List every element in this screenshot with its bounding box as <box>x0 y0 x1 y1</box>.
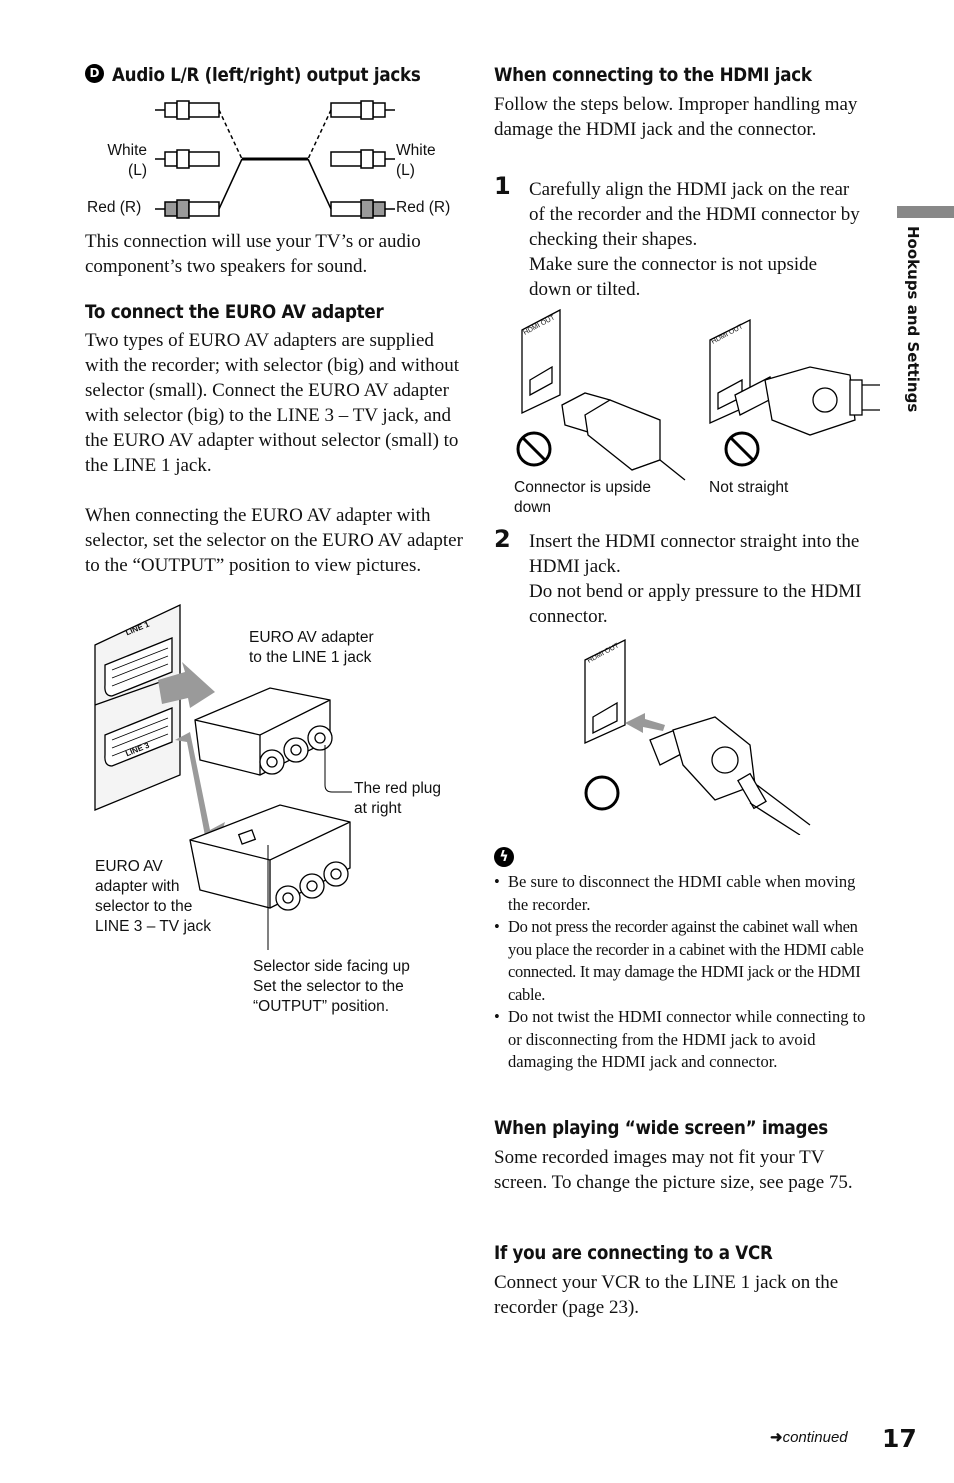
step-1-number: 1 <box>494 172 511 200</box>
adapter-line1-label: EURO AV adapter to the LINE 1 jack <box>249 629 374 666</box>
audio-body-text: This connection will use your TV’s or au… <box>85 231 421 277</box>
audio-cable-diagram <box>155 100 395 219</box>
page-number: 17 <box>882 1424 917 1453</box>
red-left-label: Red (R) <box>87 199 142 216</box>
wide-screen-body: Some recorded images may not fit your TV… <box>494 1147 853 1193</box>
audio-section-heading: D Audio L/R (left/right) output jacks <box>85 64 421 86</box>
plug-icon <box>330 100 395 120</box>
step-2-number: 2 <box>494 525 511 553</box>
step-2-text: Insert the HDMI connector straight into … <box>529 531 860 577</box>
hdmi-wrong-connection-diagram <box>516 308 880 481</box>
adapter-selector-label: EURO AV adapter with selector to the LIN… <box>95 858 212 935</box>
step-1-detail: Make sure the connector is not upside do… <box>529 254 818 300</box>
white-right-label: White (L) <box>396 142 436 179</box>
sidebar-section-label: Hookups and Settings <box>904 226 922 413</box>
correct-icon <box>584 775 620 811</box>
step-2-detail: Do not bend or apply pressure to the HDM… <box>529 581 862 627</box>
euro-para-1: Two types of EURO AV adapters are suppli… <box>85 330 460 476</box>
euro-para-2: When connecting the EURO AV adapter with… <box>85 505 463 576</box>
note-item: Be sure to disconnect the HDMI cable whe… <box>494 871 868 916</box>
white-left-label: White (L) <box>107 142 147 179</box>
plug-icon <box>155 100 220 120</box>
red-plug-icon <box>155 199 220 219</box>
vcr-body: Connect your VCR to the LINE 1 jack on t… <box>494 1272 839 1318</box>
note-item: Do not twist the HDMI connector while co… <box>494 1006 868 1074</box>
selector-note-label: Selector side facing up Set the selector… <box>253 958 410 1015</box>
red-plug-icon <box>330 199 395 219</box>
caption-not-straight: Not straight <box>709 479 789 496</box>
notes-icon: ϟ <box>494 847 514 867</box>
notes-list: Be sure to disconnect the HDMI cable whe… <box>494 871 868 1074</box>
note-item: Do not press the recorder against the ca… <box>494 916 868 1006</box>
euro-av-adapter-diagram <box>94 603 352 950</box>
red-plug-label: The red plug at right <box>354 780 442 817</box>
prohibited-icon <box>516 431 552 467</box>
continued-indicator: ➜continued <box>770 1429 848 1446</box>
euro-section-heading: To connect the EURO AV adapter <box>85 301 384 323</box>
section-marker-icon: D <box>85 64 104 83</box>
red-right-label: Red (R) <box>396 199 451 216</box>
prohibited-icon <box>724 431 760 467</box>
white-plug-icon <box>330 149 395 169</box>
wide-screen-heading: When playing “wide screen” images <box>494 1117 828 1139</box>
hdmi-intro-text: Follow the steps below. Improper handlin… <box>494 94 858 140</box>
step-1-text: Carefully align the HDMI jack on the rea… <box>529 179 860 250</box>
caption-upside-down: Connector is upside down <box>514 479 651 516</box>
hdmi-section-heading: When connecting to the HDMI jack <box>494 64 812 86</box>
arrow-right-icon: ➜ <box>770 1429 783 1446</box>
white-plug-icon <box>155 149 220 169</box>
sidebar-tab-marker <box>897 206 954 218</box>
hdmi-correct-connection-diagram <box>584 638 811 835</box>
vcr-heading: If you are connecting to a VCR <box>494 1242 773 1264</box>
